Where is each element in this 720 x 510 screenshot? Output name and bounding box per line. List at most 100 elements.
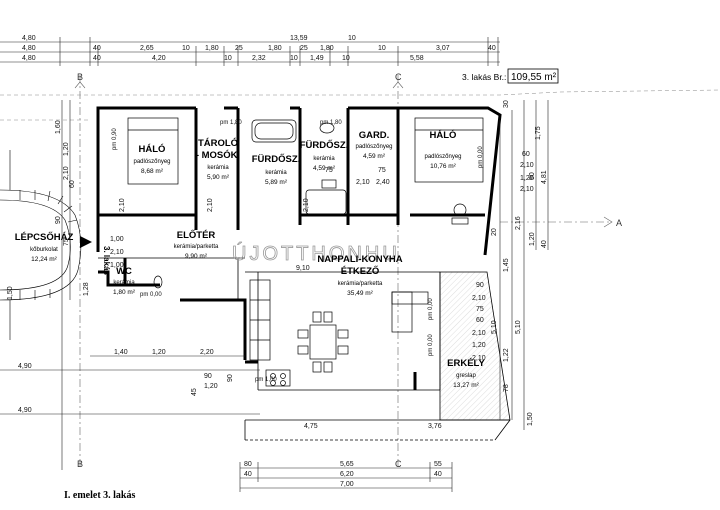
level-label: pm 1,80 <box>320 120 342 126</box>
room-name-2: ÉTKEZŐ <box>341 265 380 277</box>
drawing-title: I. emelet 3. lakás <box>64 490 135 501</box>
room-furdo-1: FÜRDŐSZ. kerámia 5,89 m² <box>252 153 301 186</box>
level-label: pm 1,80 <box>220 120 242 126</box>
entrance-arrow-icon <box>80 236 92 248</box>
watermark: ÚJOTTHONHU <box>232 242 400 265</box>
room-area: 10,76 m² <box>430 163 456 170</box>
dim-label: 90 <box>476 282 484 289</box>
level-label: pm 0,00 <box>140 292 162 298</box>
dim-label: 2,40 <box>376 179 390 186</box>
dim-label: 13,59 <box>290 35 308 42</box>
dim-label: 1,20 <box>152 349 166 356</box>
dim-label: 75 <box>378 167 386 174</box>
dim-label: 2,10 <box>520 162 534 169</box>
dim-label: 1,20 <box>63 142 70 156</box>
room-halo-1: HÁLÓ padlószőnyeg 8,68 m² <box>133 143 170 175</box>
dim-label: 10 <box>378 45 386 52</box>
dim-label: 10 <box>182 45 190 52</box>
dim-label: 40 <box>488 45 496 52</box>
dim-label: 40 <box>93 45 101 52</box>
room-name: WC <box>116 266 132 277</box>
dim-label: 1,45 <box>503 258 510 272</box>
right-dimension-labels: 60 2,10 1,20 2,10 1,45 20 30 90 2,10 75 … <box>472 100 548 426</box>
left-dimension-labels: 1,60 1,20 1,50 4,90 4,90 2,10 90 75 1,00… <box>7 120 234 414</box>
level-label: pm 0,00 <box>478 146 484 168</box>
room-area: 5,89 m² <box>265 179 288 186</box>
room-material: kőburkolat <box>30 247 58 253</box>
dim-label: 90 <box>55 216 62 224</box>
dim-label: 2,10 <box>119 198 126 212</box>
apartment-area-box: 3. lakás Br.: 109,55 m² <box>462 68 559 84</box>
room-area: 1,80 m² <box>113 289 136 296</box>
room-eloter: ELŐTÉR kerámia/parketta 9,90 m² <box>174 229 219 260</box>
dim-label: 1,00 <box>110 262 124 269</box>
dim-label: 1,00 <box>110 236 124 243</box>
washbasin <box>319 122 337 189</box>
bed-2 <box>414 117 484 183</box>
room-material: kerámia <box>313 156 335 162</box>
dim-label: 1,50 <box>527 412 534 426</box>
sofa <box>391 291 429 333</box>
bottom-dimensions <box>239 462 453 492</box>
dim-label: 4,90 <box>18 363 32 370</box>
dim-label: 4,75 <box>304 423 318 430</box>
room-gard: GARD. padlószőnyeg 4,59 m² <box>355 130 392 160</box>
room-material: greslap <box>456 373 476 379</box>
room-tarolo: TÁROLÓ - MOSÓK. kerámia 5,90 m² <box>196 137 240 181</box>
room-name: FÜRDŐSZ. <box>300 139 349 151</box>
room-area: 4,59 m² <box>313 165 336 172</box>
dim-label: 25 <box>300 45 308 52</box>
room-name: FÜRDŐSZ. <box>252 153 301 165</box>
dim-label: 3,07 <box>436 45 450 52</box>
room-material: padlószőnyeg <box>355 144 392 150</box>
top-dimension-labels: 4,80 13,59 10 4,80 40 2,65 10 1,80 25 1,… <box>22 35 496 62</box>
top-dimensions <box>0 37 500 66</box>
room-furdo-2: FÜRDŐSZ. kerámia 4,59 m² <box>300 139 349 172</box>
dim-label: 10 <box>348 35 356 42</box>
room-area: 35,49 m² <box>347 290 373 297</box>
dim-label: 78 <box>503 384 510 392</box>
dim-label: 1,75 <box>535 126 542 140</box>
dim-label: 55 <box>434 461 442 468</box>
apartment-label: 3. lakás Br.: <box>462 72 506 82</box>
room-area: 5,90 m² <box>207 174 230 181</box>
room-name: ERKÉLY <box>447 358 485 369</box>
dim-label: 90 <box>529 172 536 180</box>
dim-label: 3,76 <box>428 423 442 430</box>
dim-label: 40 <box>541 240 548 248</box>
level-label: pm 0,00 <box>428 298 434 320</box>
dim-label: 2,10 <box>472 295 486 302</box>
dim-label: 1,80 <box>205 45 219 52</box>
room-erkely: ERKÉLY greslap 13,27 m² <box>447 358 485 389</box>
axis-letter-b: B <box>77 72 83 82</box>
room-area: 4,59 m² <box>363 153 386 160</box>
room-material: padlószőnyeg <box>424 154 461 160</box>
room-material: kerámia <box>207 165 229 171</box>
dim-label: 40 <box>434 471 442 478</box>
dim-label: 80 <box>244 461 252 468</box>
axis-letter-c: C <box>395 72 402 82</box>
dim-label: 90 <box>204 373 212 380</box>
bed-1 <box>127 117 179 185</box>
dim-label: 75 <box>63 238 70 246</box>
dim-label: 40 <box>244 471 252 478</box>
left-dimensions <box>0 100 260 470</box>
dim-label: 10 <box>290 55 298 62</box>
dim-label: 25 <box>235 45 243 52</box>
side-label: 3. lakás <box>102 246 111 275</box>
dim-label: 45 <box>191 388 198 396</box>
dim-label: 1,20 <box>529 232 536 246</box>
dim-label: 1,20 <box>204 383 218 390</box>
dim-label: 10 <box>224 55 232 62</box>
axis-letter-a: A <box>616 218 622 228</box>
dim-label: 60 <box>522 151 530 158</box>
dim-label: 2,10 <box>63 166 70 180</box>
walls <box>96 106 502 390</box>
dim-label: 4,81 <box>541 170 548 184</box>
dim-label: 4,20 <box>152 55 166 62</box>
dim-label: 60 <box>69 180 76 188</box>
dim-label: 40 <box>93 55 101 62</box>
room-material: kerámia/parketta <box>174 244 219 250</box>
level-label: pm 0,90 <box>112 128 118 150</box>
axis-letter-b-bottom: B <box>77 459 83 469</box>
